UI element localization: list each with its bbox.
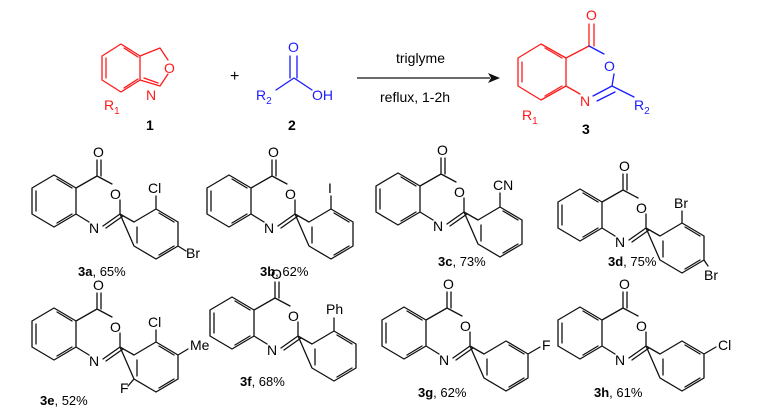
3g-carbonyl-oxygen: O xyxy=(443,276,454,292)
3b-carbonyl-oxygen: O xyxy=(268,144,279,160)
compound-number-3: 3 xyxy=(582,121,590,137)
3b-caption: 3b, 62% xyxy=(260,264,309,279)
3b-nitrogen: N xyxy=(264,220,274,236)
3b-iodo-label: I xyxy=(328,180,332,196)
product-3d: O O N Br Br 3d, 75% xyxy=(557,158,718,283)
3a-caption: 3a, 65% xyxy=(78,264,126,279)
reactant-1-r1-label: R1 xyxy=(104,97,120,117)
3f-ring-oxygen: O xyxy=(288,308,299,324)
reactant-2-carboxylic-acid: O OH R2 2 xyxy=(256,39,333,133)
3f-caption: 3f, 68% xyxy=(240,374,285,389)
plus-sign: + xyxy=(230,68,239,85)
product-carbonyl-oxygen: O xyxy=(586,7,597,23)
product-r1-label: R1 xyxy=(522,107,538,127)
reactant-1-nitrogen: N xyxy=(146,87,156,103)
3d-bromo-ortho-label: Br xyxy=(674,195,688,211)
compound-number-1: 1 xyxy=(146,117,154,133)
3c-nitrogen: N xyxy=(433,218,443,234)
conditions-temperature: reflux, 1-2h xyxy=(380,89,450,105)
3g-caption: 3g, 62% xyxy=(418,385,467,400)
3h-nitrogen: N xyxy=(615,352,625,368)
3e-caption: 3e, 52% xyxy=(40,393,88,408)
compound-number-2: 2 xyxy=(288,117,296,133)
product-ring-oxygen: O xyxy=(604,58,615,74)
3a-bromo-label: Br xyxy=(186,245,200,261)
3h-ring-oxygen: O xyxy=(636,318,647,334)
3c-ring-oxygen: O xyxy=(454,184,465,200)
3e-fluoro-label: F xyxy=(120,380,129,396)
3e-carbonyl-oxygen: O xyxy=(93,277,104,293)
product-3f: O O N Ph 3f, 68% xyxy=(209,266,357,389)
3f-carbonyl-oxygen: O xyxy=(271,266,282,282)
product-3e: O O N Cl Me F 3e, 52% xyxy=(31,277,210,408)
3c-caption: 3c, 73% xyxy=(438,254,486,269)
product-3a: O O N Cl Br 3a, 65% xyxy=(31,144,200,279)
product-3b: O O N I 3b, 62% xyxy=(206,144,354,279)
3a-carbonyl-oxygen: O xyxy=(93,144,104,160)
3d-ring-oxygen: O xyxy=(636,200,647,216)
reactant-2-r2-label: R2 xyxy=(256,87,272,107)
3c-carbonyl-oxygen: O xyxy=(437,142,448,158)
3f-nitrogen: N xyxy=(267,342,277,358)
3e-nitrogen: N xyxy=(89,353,99,369)
product-3g: O O N F 3g, 62% xyxy=(381,276,551,400)
product-3-benzoxazinone: O O N R1 R2 3 xyxy=(517,7,650,137)
3c-cyano-label: CN xyxy=(493,177,513,193)
3b-ring-oxygen: O xyxy=(285,186,296,202)
reactant-1-oxygen: O xyxy=(164,60,175,76)
product-3c: O O N CN 3c, 73% xyxy=(375,142,523,269)
3e-ring-oxygen: O xyxy=(110,319,121,335)
3d-nitrogen: N xyxy=(615,234,625,250)
3h-chloro-label: Cl xyxy=(718,337,731,353)
product-nitrogen: N xyxy=(580,93,590,109)
3g-ring-oxygen: O xyxy=(460,318,471,334)
3d-caption: 3d, 75% xyxy=(608,254,657,269)
3h-caption: 3h, 61% xyxy=(594,385,643,400)
3a-nitrogen: N xyxy=(89,220,99,236)
reactant-1-benzisoxazole: O N R1 1 xyxy=(101,43,175,133)
3e-methyl-label: Me xyxy=(190,337,210,353)
3a-ring-oxygen: O xyxy=(110,186,121,202)
conditions-solvent: triglyme xyxy=(396,50,445,66)
product-3h: O O N Cl 3h, 61% xyxy=(557,276,731,400)
3d-carbonyl-oxygen: O xyxy=(619,158,630,174)
3e-chloro-label: Cl xyxy=(148,314,161,330)
3a-chloro-label: Cl xyxy=(148,180,161,196)
product-r2-label: R2 xyxy=(634,97,650,117)
reactant-2-hydroxyl: OH xyxy=(312,87,333,103)
reaction-arrow: triglyme reflux, 1-2h xyxy=(357,50,500,105)
3g-fluoro-label: F xyxy=(542,337,551,353)
3g-nitrogen: N xyxy=(439,352,449,368)
3d-bromo-para-label: Br xyxy=(704,267,718,283)
reactant-2-carbonyl-oxygen: O xyxy=(288,39,299,55)
3h-carbonyl-oxygen: O xyxy=(619,276,630,292)
3f-phenyl-label: Ph xyxy=(326,301,343,317)
